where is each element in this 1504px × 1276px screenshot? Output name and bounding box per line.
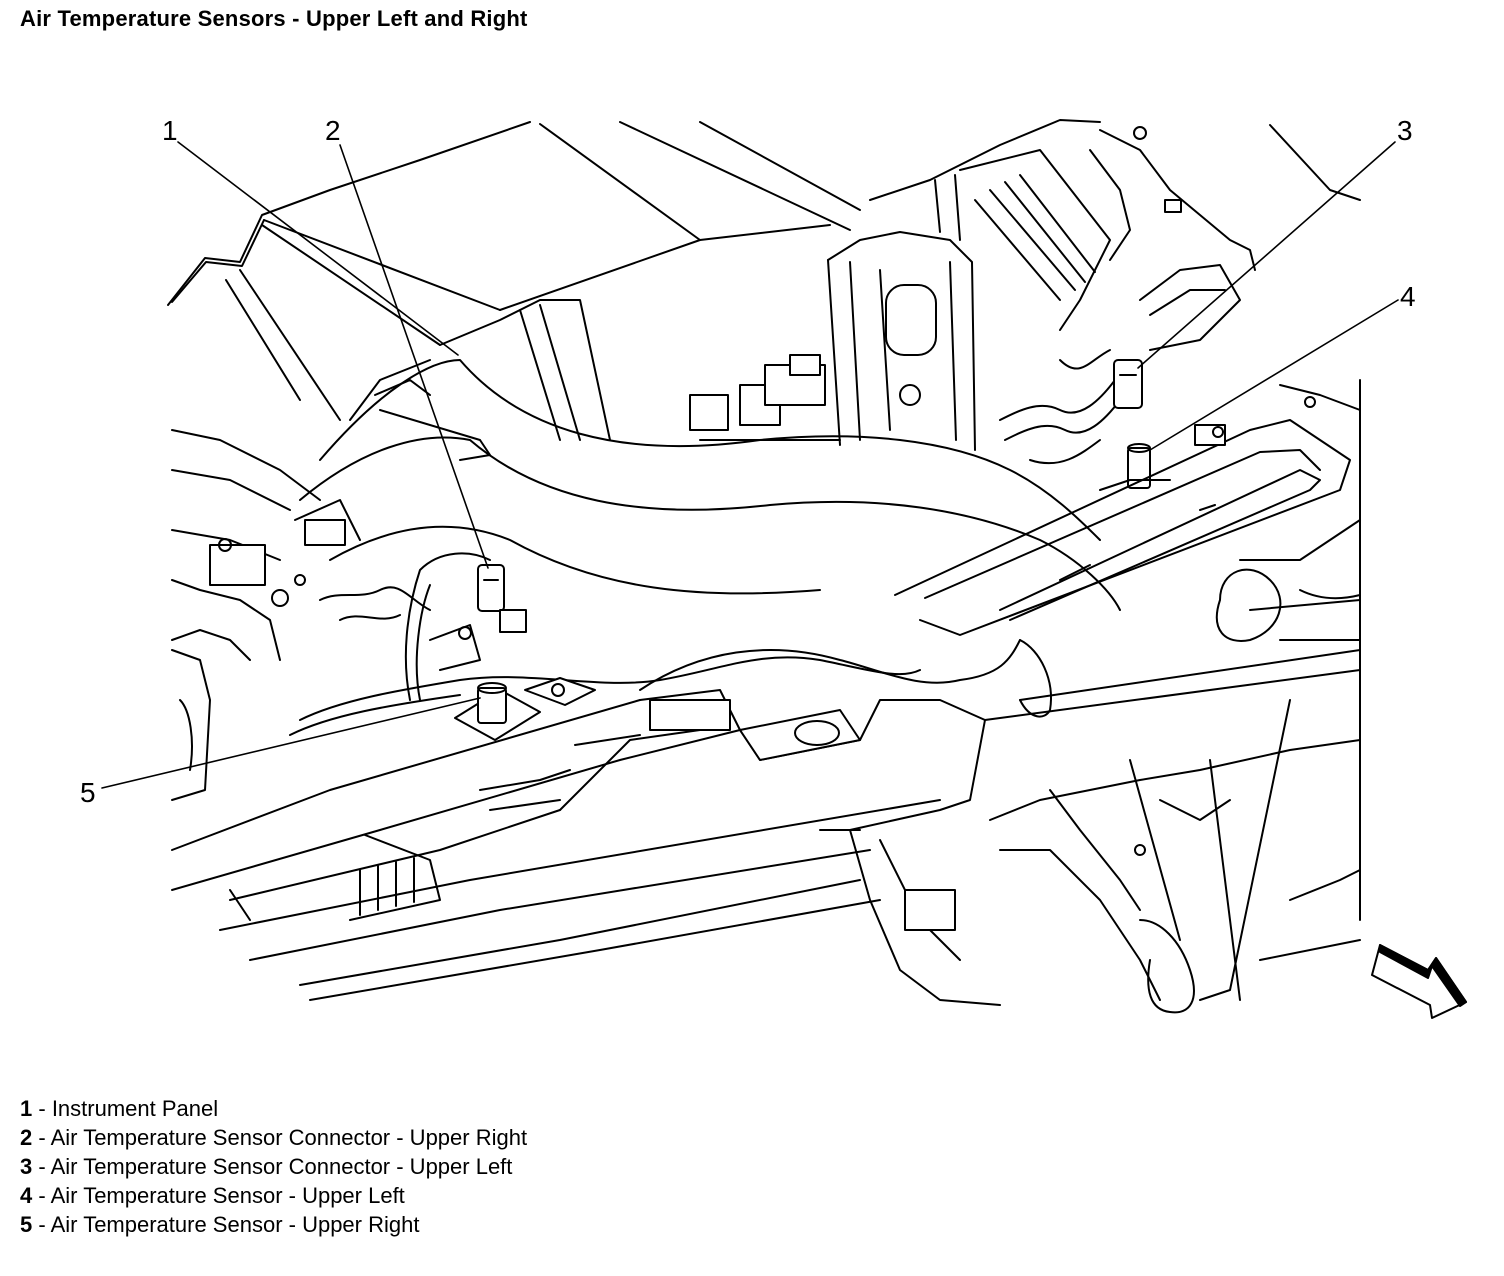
callout-1: 1 bbox=[162, 115, 178, 146]
callout-4: 4 bbox=[1400, 281, 1416, 312]
diagram-title: Air Temperature Sensors - Upper Left and… bbox=[20, 6, 528, 31]
center-support-bracket bbox=[827, 119, 1101, 451]
defrost-vent bbox=[894, 384, 1361, 636]
mid-components bbox=[689, 354, 841, 441]
upper-right-harness bbox=[289, 552, 1052, 736]
legend-item: 4 - Air Temperature Sensor - Upper Left bbox=[20, 1183, 405, 1208]
forward-arrow-icon bbox=[1371, 944, 1467, 1019]
steering-column-area bbox=[849, 379, 1361, 1014]
upper-right-sensor-5 bbox=[454, 677, 596, 741]
legend-item: 2 - Air Temperature Sensor Connector - U… bbox=[20, 1125, 528, 1150]
left-side-structure bbox=[171, 429, 431, 801]
upper-left-harness bbox=[999, 264, 1241, 465]
callout-3: 3 bbox=[1397, 115, 1413, 146]
center-air-duct bbox=[299, 359, 1121, 611]
right-side-panel bbox=[984, 519, 1361, 721]
lower-cross-beam bbox=[171, 689, 986, 1001]
hvac-housing bbox=[959, 124, 1361, 331]
callout-2: 2 bbox=[325, 115, 341, 146]
legend-item: 1 - Instrument Panel bbox=[20, 1096, 219, 1121]
callout-5: 5 bbox=[80, 777, 96, 808]
legend-item: 3 - Air Temperature Sensor Connector - U… bbox=[20, 1154, 513, 1179]
legend-item: 5 - Air Temperature Sensor - Upper Right bbox=[20, 1212, 420, 1237]
callout-leaders bbox=[101, 141, 1399, 789]
legend: 1 - Instrument Panel 2 - Air Temperature… bbox=[20, 1094, 527, 1239]
